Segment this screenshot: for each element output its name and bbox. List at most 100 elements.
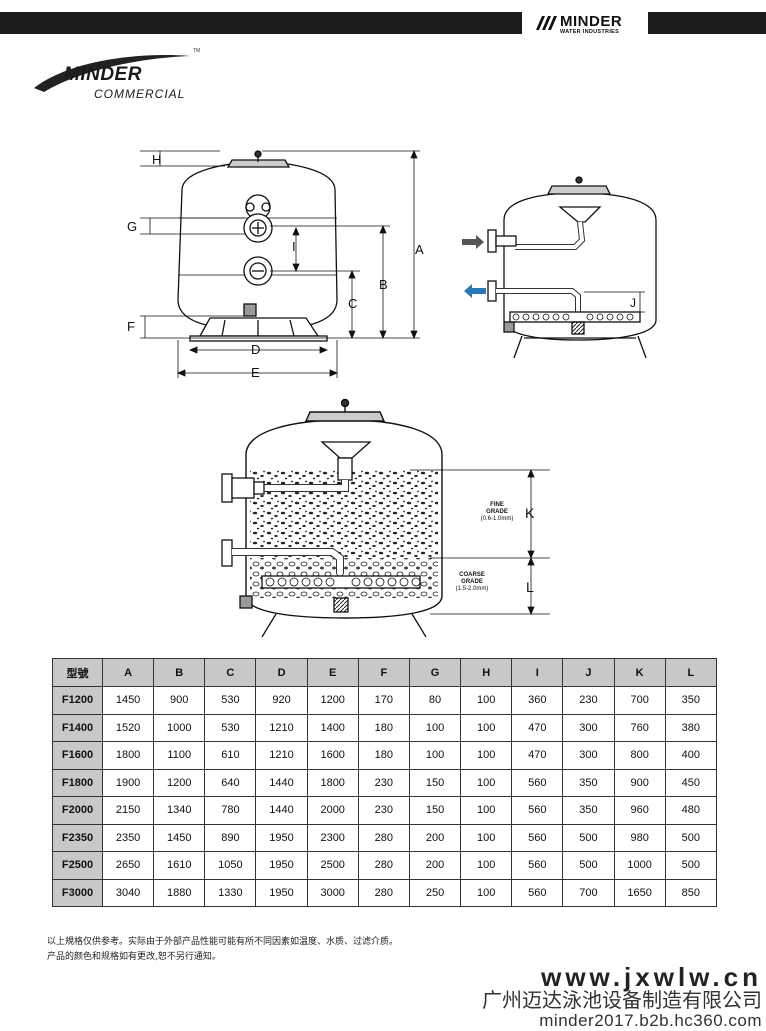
- value-cell: 1450: [153, 823, 206, 852]
- value-cell: 280: [357, 823, 410, 852]
- header-bar-tail: [648, 12, 766, 34]
- value-cell: 920: [255, 686, 308, 715]
- value-cell: 760: [613, 713, 666, 742]
- dim-label-i: I: [292, 239, 296, 254]
- value-cell: 890: [204, 823, 257, 852]
- model-cell: F1200: [52, 686, 103, 715]
- dim-label-k: K: [525, 505, 535, 521]
- value-cell: 180: [357, 713, 410, 742]
- value-cell: 1000: [613, 851, 666, 880]
- value-cell: 350: [562, 796, 615, 825]
- value-cell: 2150: [101, 796, 155, 825]
- model-cell: F2350: [52, 823, 103, 852]
- value-cell: 1610: [153, 851, 206, 880]
- value-cell: 2350: [101, 823, 155, 852]
- dim-label-b: B: [379, 277, 388, 292]
- value-cell: 1000: [153, 713, 206, 742]
- value-cell: 2650: [101, 851, 155, 880]
- front-view-labels: H G I C B A F D E: [127, 152, 424, 380]
- value-cell: 960: [613, 796, 666, 825]
- value-cell: 980: [613, 823, 666, 852]
- value-cell: 850: [664, 878, 718, 907]
- value-cell: 280: [357, 878, 410, 907]
- value-cell: 400: [664, 741, 718, 770]
- outlet-arrow-icon: [464, 284, 486, 298]
- value-cell: 800: [613, 741, 666, 770]
- value-cell: 1200: [153, 768, 206, 797]
- fine-grade-label-3: (0.6-1.0mm): [481, 516, 514, 522]
- filter-drawings: H G I C B A F D E: [127, 149, 657, 638]
- inlet-arrow-icon: [462, 235, 484, 249]
- value-cell: 100: [460, 713, 513, 742]
- side-section-circles: [512, 313, 634, 321]
- logo-swoosh-icon: [34, 55, 190, 92]
- media-section-circles: [265, 577, 421, 587]
- column-header: K: [613, 658, 666, 687]
- value-cell: 450: [664, 768, 718, 797]
- dim-label-f: F: [127, 319, 135, 334]
- logo-trademark: TM: [193, 48, 201, 54]
- header-brand-sub: WATER INDUSTRIES: [560, 29, 620, 35]
- note-line-1: 以上規格仅供参考。实际由于外部产品性能可能有所不同因素如温度、水质、过滤介质。: [47, 937, 399, 947]
- value-cell: 470: [511, 713, 564, 742]
- value-cell: 530: [204, 686, 257, 715]
- column-header: L: [664, 658, 718, 687]
- value-cell: 150: [408, 796, 462, 825]
- dim-label-h: H: [152, 152, 161, 167]
- media-section-internals: [221, 441, 427, 638]
- value-cell: 560: [511, 851, 564, 880]
- value-cell: 1950: [255, 851, 308, 880]
- dim-label-e: E: [251, 365, 260, 380]
- column-header: 型號: [52, 658, 103, 687]
- watermark: www.jxwlw.cn 广州迈达泳池设备制造有限公司 minder2017.b…: [428, 963, 762, 1031]
- value-cell: 1340: [153, 796, 206, 825]
- column-header: J: [562, 658, 615, 687]
- model-cell: F1400: [52, 713, 103, 742]
- value-cell: 100: [460, 851, 513, 880]
- value-cell: 500: [562, 851, 615, 880]
- dim-label-a: A: [415, 242, 424, 257]
- model-cell: F1600: [52, 741, 103, 770]
- value-cell: 1900: [101, 768, 155, 797]
- header-brand-name: MINDER: [560, 13, 623, 30]
- coarse-grade-label-2: GRADE: [461, 579, 483, 585]
- value-cell: 1200: [306, 686, 359, 715]
- model-cell: F2000: [52, 796, 103, 825]
- value-cell: 500: [664, 851, 718, 880]
- side-section-drawing: [487, 176, 657, 359]
- value-cell: 230: [357, 768, 410, 797]
- coarse-grade-label-1: COARSE: [459, 572, 485, 578]
- logo-name: MINDER: [64, 64, 142, 85]
- header-bar: [0, 12, 522, 34]
- value-cell: 560: [511, 878, 564, 907]
- minder-commercial-logo: TM MINDER COMMERCIAL: [30, 48, 210, 108]
- value-cell: 2300: [306, 823, 359, 852]
- dim-label-g: G: [127, 219, 137, 234]
- value-cell: 1400: [306, 713, 359, 742]
- value-cell: 80: [408, 686, 462, 715]
- value-cell: 200: [408, 851, 462, 880]
- value-cell: 3040: [101, 878, 155, 907]
- value-cell: 100: [460, 686, 513, 715]
- value-cell: 1210: [255, 741, 308, 770]
- column-header: D: [255, 658, 308, 687]
- watermark-url: www.jxwlw.cn: [541, 962, 762, 992]
- value-cell: 2000: [306, 796, 359, 825]
- column-header: G: [408, 658, 462, 687]
- value-cell: 470: [511, 741, 564, 770]
- value-cell: 560: [511, 768, 564, 797]
- value-cell: 230: [562, 686, 615, 715]
- value-cell: 100: [460, 741, 513, 770]
- front-view-dimensions: [140, 149, 420, 378]
- value-cell: 280: [357, 851, 410, 880]
- logo-sub: COMMERCIAL: [94, 87, 186, 101]
- value-cell: 1950: [255, 823, 308, 852]
- column-header: I: [511, 658, 564, 687]
- value-cell: 1050: [204, 851, 257, 880]
